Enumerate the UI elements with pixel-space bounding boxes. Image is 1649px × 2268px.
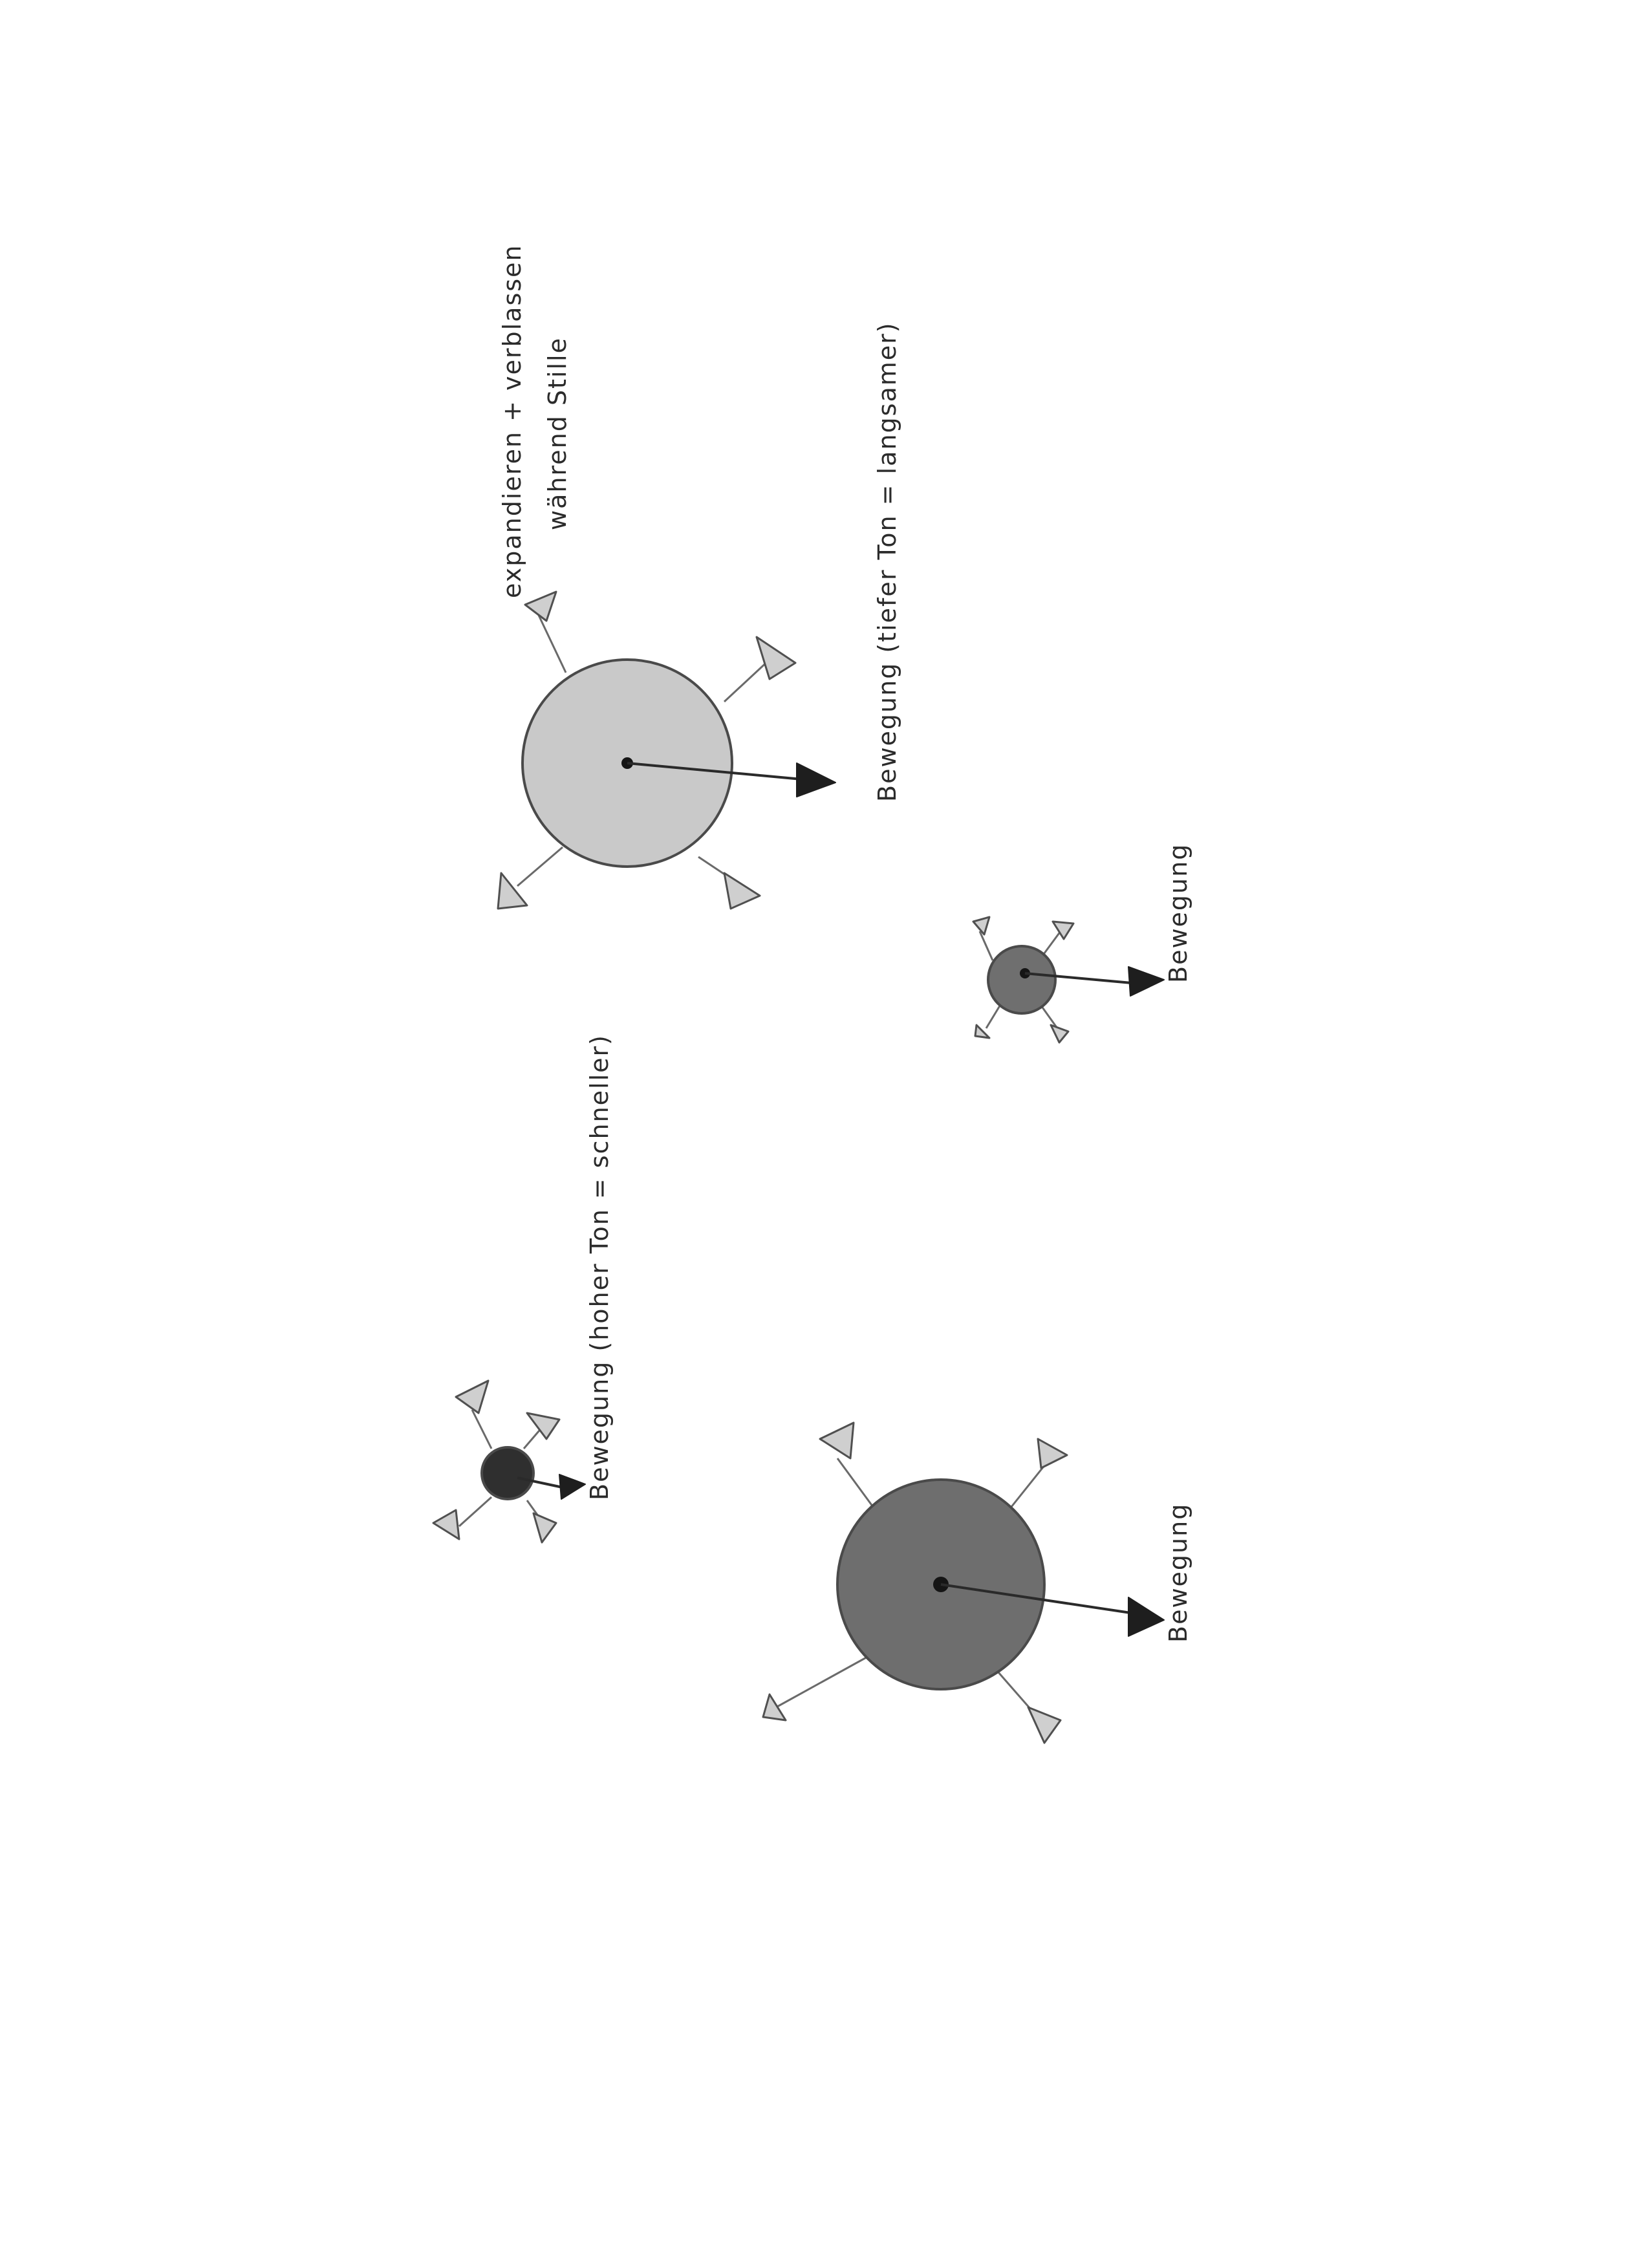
expansion-ray — [974, 1003, 1002, 1039]
movement-arrow — [517, 1474, 586, 1500]
large-dark-circle-group — [762, 1421, 1165, 1744]
annotation-movement-small: Bewegung — [1164, 843, 1192, 983]
expansion-ray — [497, 846, 563, 910]
expansion-ray — [988, 1661, 1062, 1744]
expansion-ray — [455, 1379, 493, 1449]
small-mid-circle — [987, 945, 1057, 1015]
annotation-expand: expandieren + verblassen — [498, 244, 526, 598]
movement-arrow — [940, 1583, 1165, 1637]
large-light-circle-group — [497, 590, 836, 910]
expansion-ray — [1040, 1005, 1070, 1044]
movement-arrow — [1024, 966, 1165, 997]
expansion-ray — [972, 916, 994, 961]
expansion-ray — [523, 1412, 561, 1449]
expansion-ray — [762, 1654, 870, 1722]
annotation-movement-dark: Bewegung — [1164, 1503, 1192, 1643]
movement-arrow — [627, 762, 836, 797]
expansion-ray — [1008, 1438, 1068, 1511]
expansion-ray — [526, 1500, 557, 1544]
expansion-ray — [723, 636, 797, 703]
small-mid-circle-group — [972, 916, 1165, 1044]
annotation-movement-low: Bewegung (tiefer Ton = langsamer) — [873, 321, 901, 802]
annotation-movement-high: Bewegung (hoher Ton = schneller) — [585, 1034, 614, 1500]
annotation-silence: während Stille — [543, 337, 572, 530]
tiny-dark-circle-group — [432, 1379, 586, 1544]
expansion-ray — [524, 590, 567, 673]
expansion-ray — [819, 1421, 874, 1507]
expansion-ray — [432, 1496, 493, 1540]
expansion-ray — [1041, 920, 1075, 956]
tiny-dark-circle — [480, 1446, 535, 1500]
expansion-ray — [698, 856, 761, 910]
